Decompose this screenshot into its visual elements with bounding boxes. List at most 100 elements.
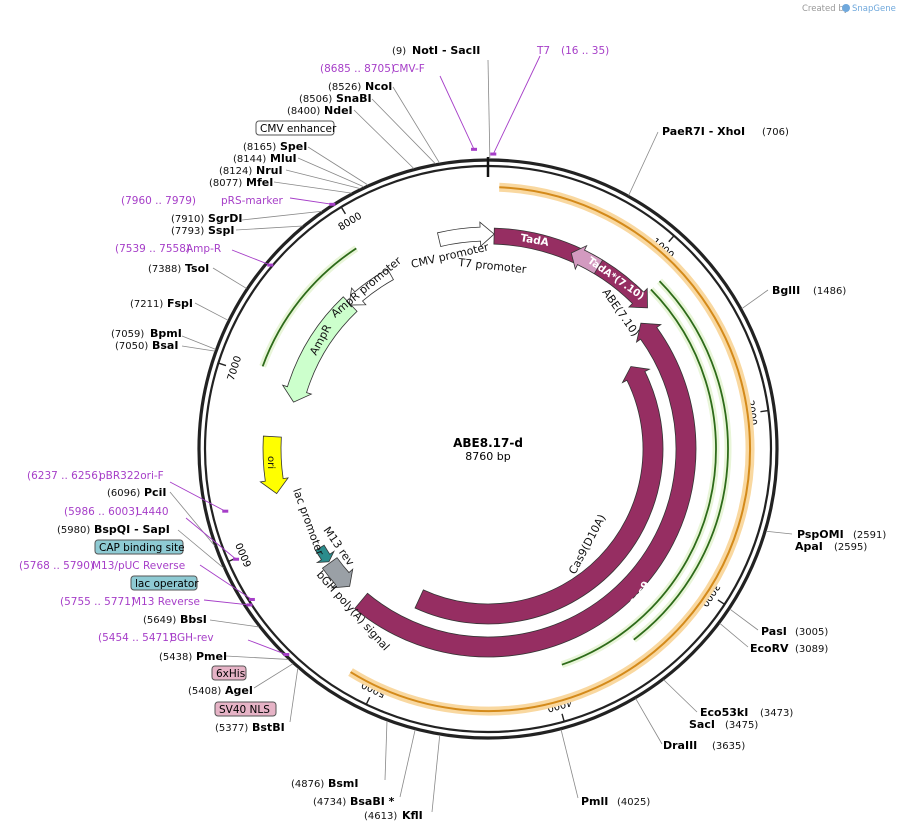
enzyme-num: (8124) (219, 166, 252, 177)
enzyme-leader-line (560, 729, 579, 799)
primer-binding-mark (490, 152, 497, 156)
enzyme-leader-line (181, 335, 216, 350)
enzyme-num: (4613) (364, 811, 397, 822)
credit-text: Created by (802, 4, 849, 14)
enzyme-name: PaeR7I - XhoI (662, 125, 745, 138)
credit-brand: SnapGene (852, 4, 896, 14)
enzyme-leader-line (307, 146, 369, 186)
enzyme-name: NcoI (365, 80, 392, 93)
enzyme-name: DraIII (663, 739, 697, 752)
primer-leader-line (289, 197, 333, 205)
enzyme-name: BsaI (152, 339, 178, 352)
enzyme-num: (7793) (171, 226, 204, 237)
primer-name: pRS-marker (221, 195, 284, 207)
enzyme-num: (8165) (243, 142, 276, 153)
plasmid-size: 8760 bp (465, 450, 510, 463)
enzyme-name: SpeI (280, 140, 307, 153)
primer-range: (7539 .. 7558) (115, 243, 190, 255)
enzyme-leader-line (181, 345, 216, 352)
snapgene-logo-icon (842, 4, 850, 12)
primer-binding-mark (471, 147, 478, 151)
enzyme-name: BglII (772, 284, 800, 297)
enzyme-leader-line (177, 529, 224, 569)
enzyme-leader-line (235, 225, 303, 231)
enzyme-name: BpmI (150, 327, 182, 340)
enzyme-num: (3005) (795, 627, 828, 638)
enzyme-name: BstBI (252, 721, 285, 734)
enzyme-name: SgrDI (208, 212, 242, 225)
ampr-feature (281, 296, 358, 403)
primer-binding-mark (329, 202, 336, 206)
enzyme-name: PmeI (196, 650, 227, 663)
tick-mark (218, 362, 227, 367)
enzyme-leader-line (297, 157, 365, 188)
primer-range: (5768 .. 5790) (19, 560, 94, 572)
primer-name: pBR322ori-F (99, 470, 164, 482)
enzyme-name: FspI (167, 297, 193, 310)
primer-binding-mark (246, 603, 253, 607)
enzyme-name: TsoI (185, 262, 209, 275)
enzyme-name: PspOMI (797, 528, 844, 541)
enzyme-num: (5980) (57, 525, 90, 536)
cap-binding-box (94, 539, 184, 555)
tick-mark (717, 599, 725, 605)
cmv-promoter-feature (437, 221, 495, 247)
enzyme-leader-line (628, 131, 659, 196)
green-orf-3 (261, 247, 357, 367)
enzyme-name: EcoRV (750, 642, 789, 655)
enzyme-lines (169, 55, 793, 813)
tick-mark (561, 713, 565, 722)
enzyme-name: SspI (208, 224, 234, 237)
primer-leader-line (199, 564, 253, 600)
primer-name: L4440 (136, 506, 169, 518)
tick-mark (340, 206, 347, 215)
enzyme-name: MfeI (246, 176, 273, 189)
bgh-polya-feature (321, 557, 354, 589)
enzyme-num: (7211) (130, 299, 163, 310)
enzyme-name: ApaI (795, 540, 823, 553)
primer-binding-mark (283, 653, 290, 657)
sv40-nls-box (214, 701, 277, 717)
tick-mark (760, 409, 769, 413)
enzyme-name: MluI (270, 152, 297, 165)
tick-label: 8000 (337, 211, 364, 234)
enzyme-leader-line (241, 210, 322, 221)
enzyme-num: (706) (762, 127, 789, 138)
enzyme-num: (6096) (107, 488, 140, 499)
primer-binding-mark (233, 557, 240, 561)
enzyme-name: SnaBI (336, 92, 372, 105)
enzyme-leader-line (212, 267, 247, 289)
enzyme-num: (4876) (291, 779, 324, 790)
enzyme-name: SacI (689, 718, 715, 731)
primer-range: (16 .. 35) (561, 45, 609, 57)
enzyme-num: (7059) (111, 329, 144, 340)
primer-range: (8685 .. 8705) (320, 63, 395, 75)
enzyme-leader-line (741, 289, 769, 310)
enzyme-num: (2591) (853, 530, 886, 541)
enzyme-name: BsaBI * (350, 795, 395, 808)
primer-binding-mark (267, 263, 274, 267)
enzyme-num: (8144) (233, 154, 266, 165)
enzyme-leader-line (253, 663, 294, 689)
enzyme-leader-line (719, 622, 749, 648)
enzyme-leader-line (209, 619, 260, 628)
enzyme-name: KflI (402, 809, 423, 822)
enzyme-num: (3089) (795, 644, 828, 655)
enzyme-num: (8400) (287, 106, 320, 117)
enzyme-num: (7050) (115, 341, 148, 352)
primer-name: M13 Reverse (132, 596, 200, 608)
enzyme-leader-line (194, 302, 229, 321)
enzyme-leader-line (353, 109, 415, 169)
plasmid-name: ABE8.17-d (453, 436, 523, 450)
primer-leader-line (169, 481, 226, 512)
ampr-promoter-feature (348, 268, 394, 306)
lac-promoter-feature (314, 544, 335, 563)
primer-name: BGH-rev (170, 632, 214, 644)
lac-operator-box (130, 575, 198, 591)
cmv-enhancer-text: CMV enhancer (260, 123, 337, 135)
enzyme-num: (3635) (712, 741, 745, 752)
enzyme-name: PciI (144, 486, 166, 499)
enzyme-leader-line (487, 59, 491, 160)
tada-feature (493, 227, 648, 309)
enzyme-num: (5408) (188, 686, 221, 697)
